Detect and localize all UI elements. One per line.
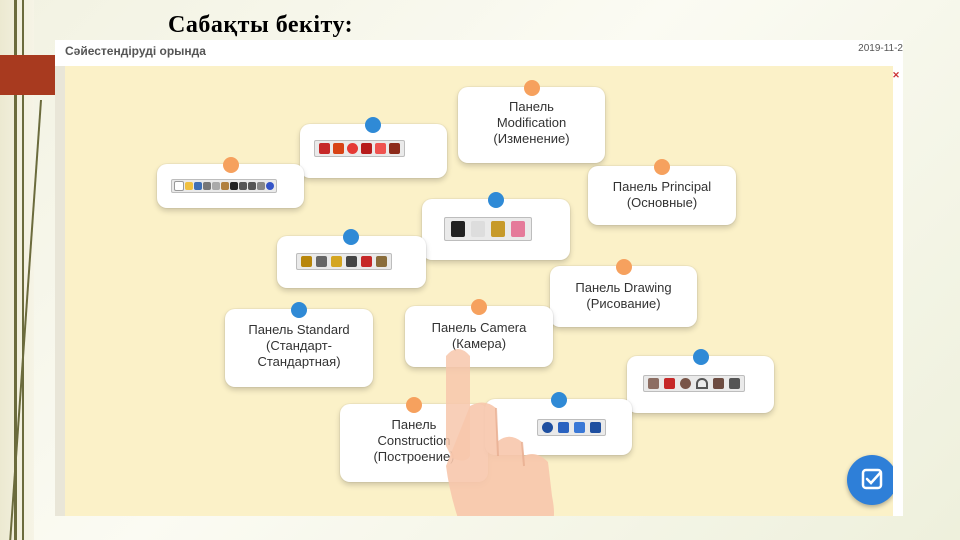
new-icon bbox=[174, 181, 184, 191]
rectangle-icon bbox=[648, 378, 659, 389]
connector-dot[interactable] bbox=[223, 157, 239, 173]
connector-dot[interactable] bbox=[654, 159, 670, 175]
scale-icon bbox=[375, 143, 386, 154]
component-icon bbox=[471, 221, 485, 237]
card-standard-toolbar[interactable] bbox=[157, 157, 304, 208]
camera-toolbar bbox=[537, 419, 606, 436]
connector-dot[interactable] bbox=[471, 299, 487, 315]
previous-view-icon bbox=[590, 422, 601, 433]
protractor-icon bbox=[331, 256, 342, 267]
arc-icon bbox=[696, 378, 708, 389]
card-text-line: Панель Standard bbox=[248, 322, 350, 337]
close-icon[interactable]: ✕ bbox=[892, 70, 900, 80]
print-icon bbox=[257, 182, 265, 190]
freehand-icon bbox=[729, 378, 740, 389]
connector-dot[interactable] bbox=[406, 397, 422, 413]
card-text-line: Панель Principal bbox=[612, 179, 712, 194]
dimension-icon bbox=[316, 256, 327, 267]
tape-icon bbox=[301, 256, 312, 267]
paint-bucket-icon bbox=[491, 221, 505, 237]
open-icon bbox=[185, 182, 193, 190]
polygon-icon bbox=[713, 378, 724, 389]
card-text-line: Modification bbox=[496, 115, 567, 130]
check-icon bbox=[861, 468, 883, 490]
cut-icon bbox=[203, 182, 211, 190]
connector-dot[interactable] bbox=[693, 349, 709, 365]
card-text-line: Панель Drawing bbox=[575, 280, 672, 295]
text-icon bbox=[346, 256, 357, 267]
card-text-line: Стандартная) bbox=[257, 354, 341, 369]
zoom-window-icon bbox=[558, 422, 569, 433]
zoom-extents-icon bbox=[574, 422, 585, 433]
followme-icon bbox=[361, 143, 372, 154]
axes-icon bbox=[361, 256, 372, 267]
card-text-line: (Камера) bbox=[451, 336, 507, 351]
line-icon bbox=[664, 378, 675, 389]
card-text-line: Панель bbox=[391, 417, 437, 432]
card-text-line: (Основные) bbox=[626, 195, 698, 210]
connector-dot[interactable] bbox=[291, 302, 307, 318]
card-standard[interactable]: Панель Standard (Стандарт- Стандартная) bbox=[225, 302, 373, 387]
offset-icon bbox=[389, 143, 400, 154]
undo-icon bbox=[239, 182, 247, 190]
slide-title: Сабақты бекіту: bbox=[168, 12, 354, 38]
connector-dot[interactable] bbox=[551, 392, 567, 408]
paste-icon bbox=[221, 182, 229, 190]
connector-dot[interactable] bbox=[524, 80, 540, 96]
standard-toolbar bbox=[171, 179, 277, 193]
3dtext-icon bbox=[376, 256, 387, 267]
card-text-line: Панель bbox=[509, 99, 554, 114]
erase-icon bbox=[230, 182, 238, 190]
left-gutter bbox=[55, 66, 65, 516]
card-camera[interactable]: Панель Camera (Камера) bbox=[405, 299, 553, 367]
rotate-icon bbox=[347, 143, 358, 154]
pushpull-icon bbox=[333, 143, 344, 154]
app-window: Сәйестендіруді орында 2019-11-2 ✕ Панель… bbox=[55, 40, 903, 516]
card-text-line: (Рисование) bbox=[586, 296, 661, 311]
card-principal-toolbar[interactable] bbox=[422, 192, 570, 260]
principal-toolbar bbox=[444, 217, 532, 241]
modification-toolbar bbox=[314, 140, 405, 157]
card-modification[interactable]: Панель Modification (Изменение) bbox=[458, 80, 605, 163]
card-principal[interactable]: Панель Principal (Основные) bbox=[588, 159, 736, 225]
circle-icon bbox=[680, 378, 691, 389]
card-drawing[interactable]: Панель Drawing (Рисование) bbox=[550, 259, 697, 327]
card-text-line: (Построение) bbox=[373, 449, 455, 464]
card-text-line: (Изменение) bbox=[493, 131, 570, 146]
window-title: Сәйестендіруді орында bbox=[65, 44, 206, 58]
check-button[interactable] bbox=[847, 455, 893, 505]
card-text-line: Construction bbox=[377, 433, 451, 448]
matching-canvas: Панель Modification (Изменение) bbox=[65, 66, 893, 516]
construction-toolbar bbox=[296, 253, 392, 270]
copy-icon bbox=[212, 182, 220, 190]
save-icon bbox=[194, 182, 202, 190]
eraser-icon bbox=[511, 221, 525, 237]
info-icon bbox=[266, 182, 274, 190]
pointing-hand-illustration bbox=[446, 349, 554, 516]
card-modification-toolbar[interactable] bbox=[300, 117, 447, 178]
card-text-line: (Стандарт- bbox=[266, 338, 332, 353]
connector-dot[interactable] bbox=[488, 192, 504, 208]
move-icon bbox=[319, 143, 330, 154]
decorative-red-block bbox=[0, 55, 56, 95]
connector-dot[interactable] bbox=[616, 259, 632, 275]
drawing-toolbar bbox=[643, 375, 745, 392]
zoom-icon bbox=[542, 422, 553, 433]
connector-dot[interactable] bbox=[365, 117, 381, 133]
select-arrow-icon bbox=[451, 221, 465, 237]
card-construction-toolbar[interactable] bbox=[277, 229, 426, 288]
decorative-line bbox=[22, 0, 24, 540]
redo-icon bbox=[248, 182, 256, 190]
card-drawing-toolbar[interactable] bbox=[627, 349, 774, 413]
decorative-line bbox=[14, 0, 17, 540]
connector-dot[interactable] bbox=[343, 229, 359, 245]
date-label: 2019-11-2 bbox=[858, 43, 903, 54]
card-text-line: Панель Camera bbox=[431, 320, 527, 335]
window-titlebar: Сәйестендіруді орында 2019-11-2 bbox=[55, 40, 903, 66]
